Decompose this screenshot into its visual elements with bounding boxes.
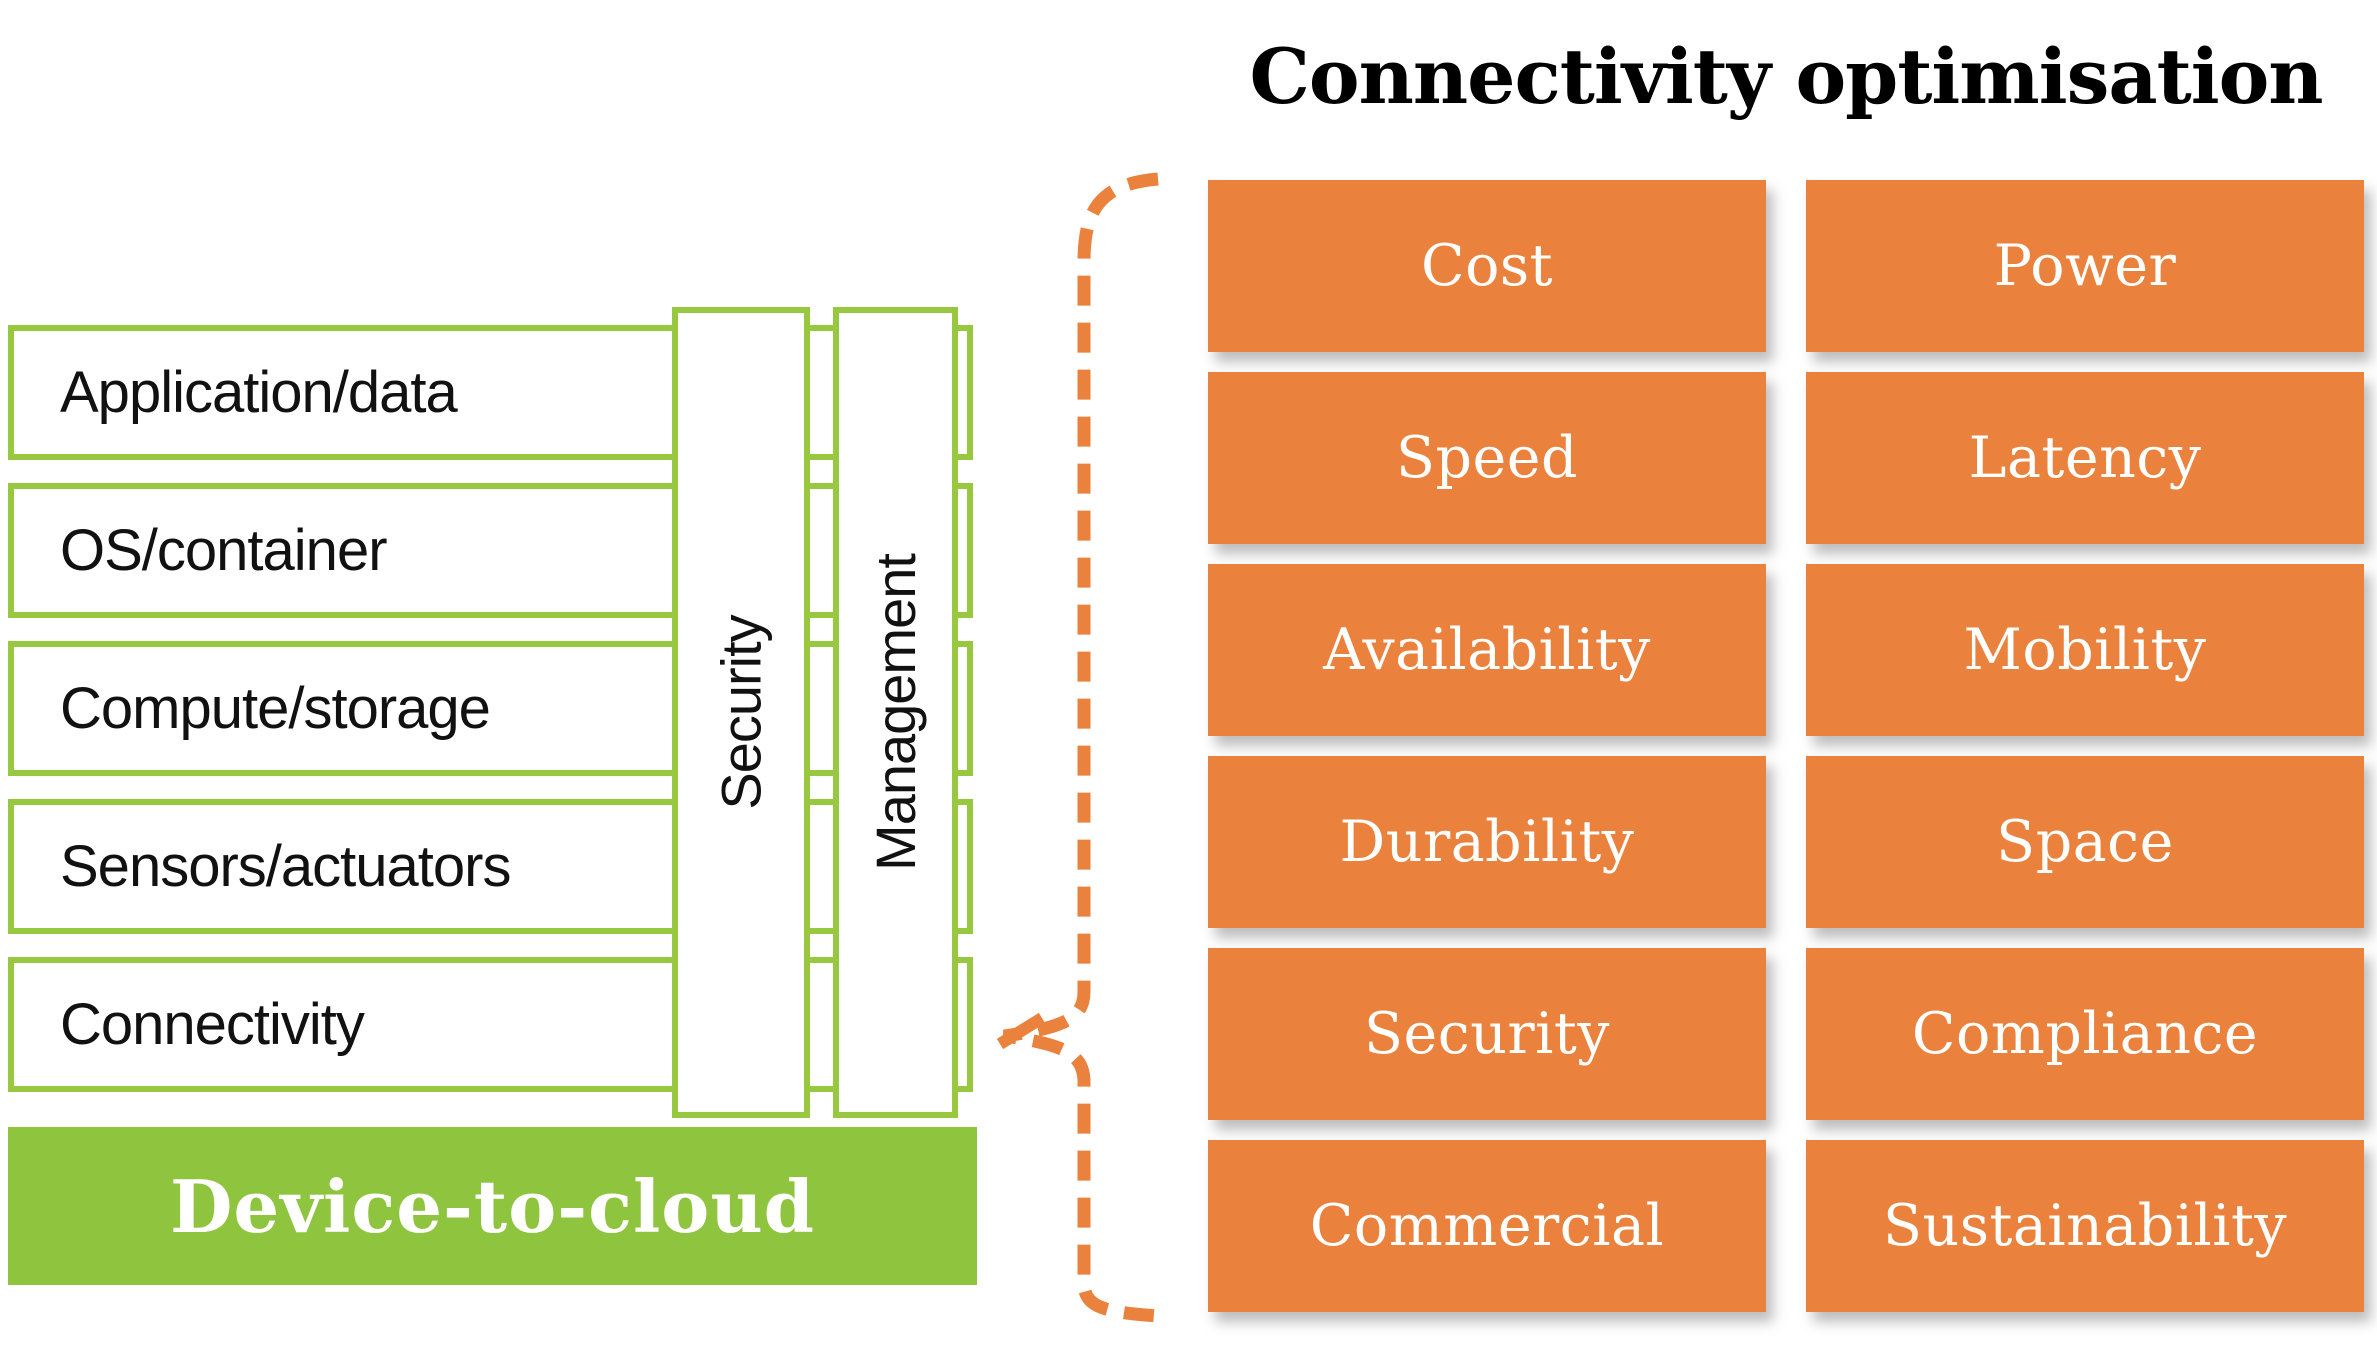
factor-box-cost: Cost [1208,180,1766,352]
factor-label: Space [1996,809,2174,875]
management-bar: Management [833,307,958,1118]
brace-tip-cross [996,1012,1046,1050]
stack-layer-label: Sensors/actuators [60,834,511,899]
factor-box-availability: Availability [1208,564,1766,736]
stack-layer-label: Connectivity [60,992,365,1057]
factor-box-power: Power [1806,180,2364,352]
factor-label: Power [1993,233,2177,299]
factor-label: Sustainability [1882,1193,2288,1259]
stack-layer-label: OS/container [60,518,388,583]
factor-box-latency: Latency [1806,372,2364,544]
stack-layer-os-container: OS/container [8,483,973,618]
brace-path [1003,172,1159,1323]
factor-label: Compliance [1911,1001,2259,1067]
management-bar-label: Management [864,554,927,871]
security-bar-label: Security [709,615,773,810]
factor-label: Durability [1339,809,1635,875]
factor-label: Speed [1396,425,1578,491]
factor-label: Latency [1968,425,2202,491]
factor-box-compliance: Compliance [1806,948,2364,1120]
factor-box-security: Security [1208,948,1766,1120]
factor-box-durability: Durability [1208,756,1766,928]
factor-box-sustainability: Sustainability [1806,1140,2364,1312]
factor-box-space: Space [1806,756,2364,928]
page-title: Connectivity optimisation [1249,31,2323,121]
stack-layer-label: Compute/storage [60,676,491,741]
factor-box-speed: Speed [1208,372,1766,544]
stack-layer-label: Application/data [60,360,458,425]
factor-label: Cost [1420,233,1554,299]
device-to-cloud-label: Device-to-cloud [169,1163,816,1249]
factor-label: Commercial [1309,1193,1665,1259]
stack-layer-sensors-actuators: Sensors/actuators [8,799,973,934]
stack-layer-compute-storage: Compute/storage [8,641,973,776]
factor-box-commercial: Commercial [1208,1140,1766,1312]
stack-layer-application-data: Application/data [8,325,973,460]
factor-label: Mobility [1963,617,2207,683]
factor-box-mobility: Mobility [1806,564,2364,736]
factor-label: Availability [1323,617,1651,683]
security-bar: Security [672,307,810,1118]
stack-layer-connectivity: Connectivity [8,957,973,1092]
factor-label: Security [1364,1001,1610,1067]
device-to-cloud-box: Device-to-cloud [8,1127,977,1285]
